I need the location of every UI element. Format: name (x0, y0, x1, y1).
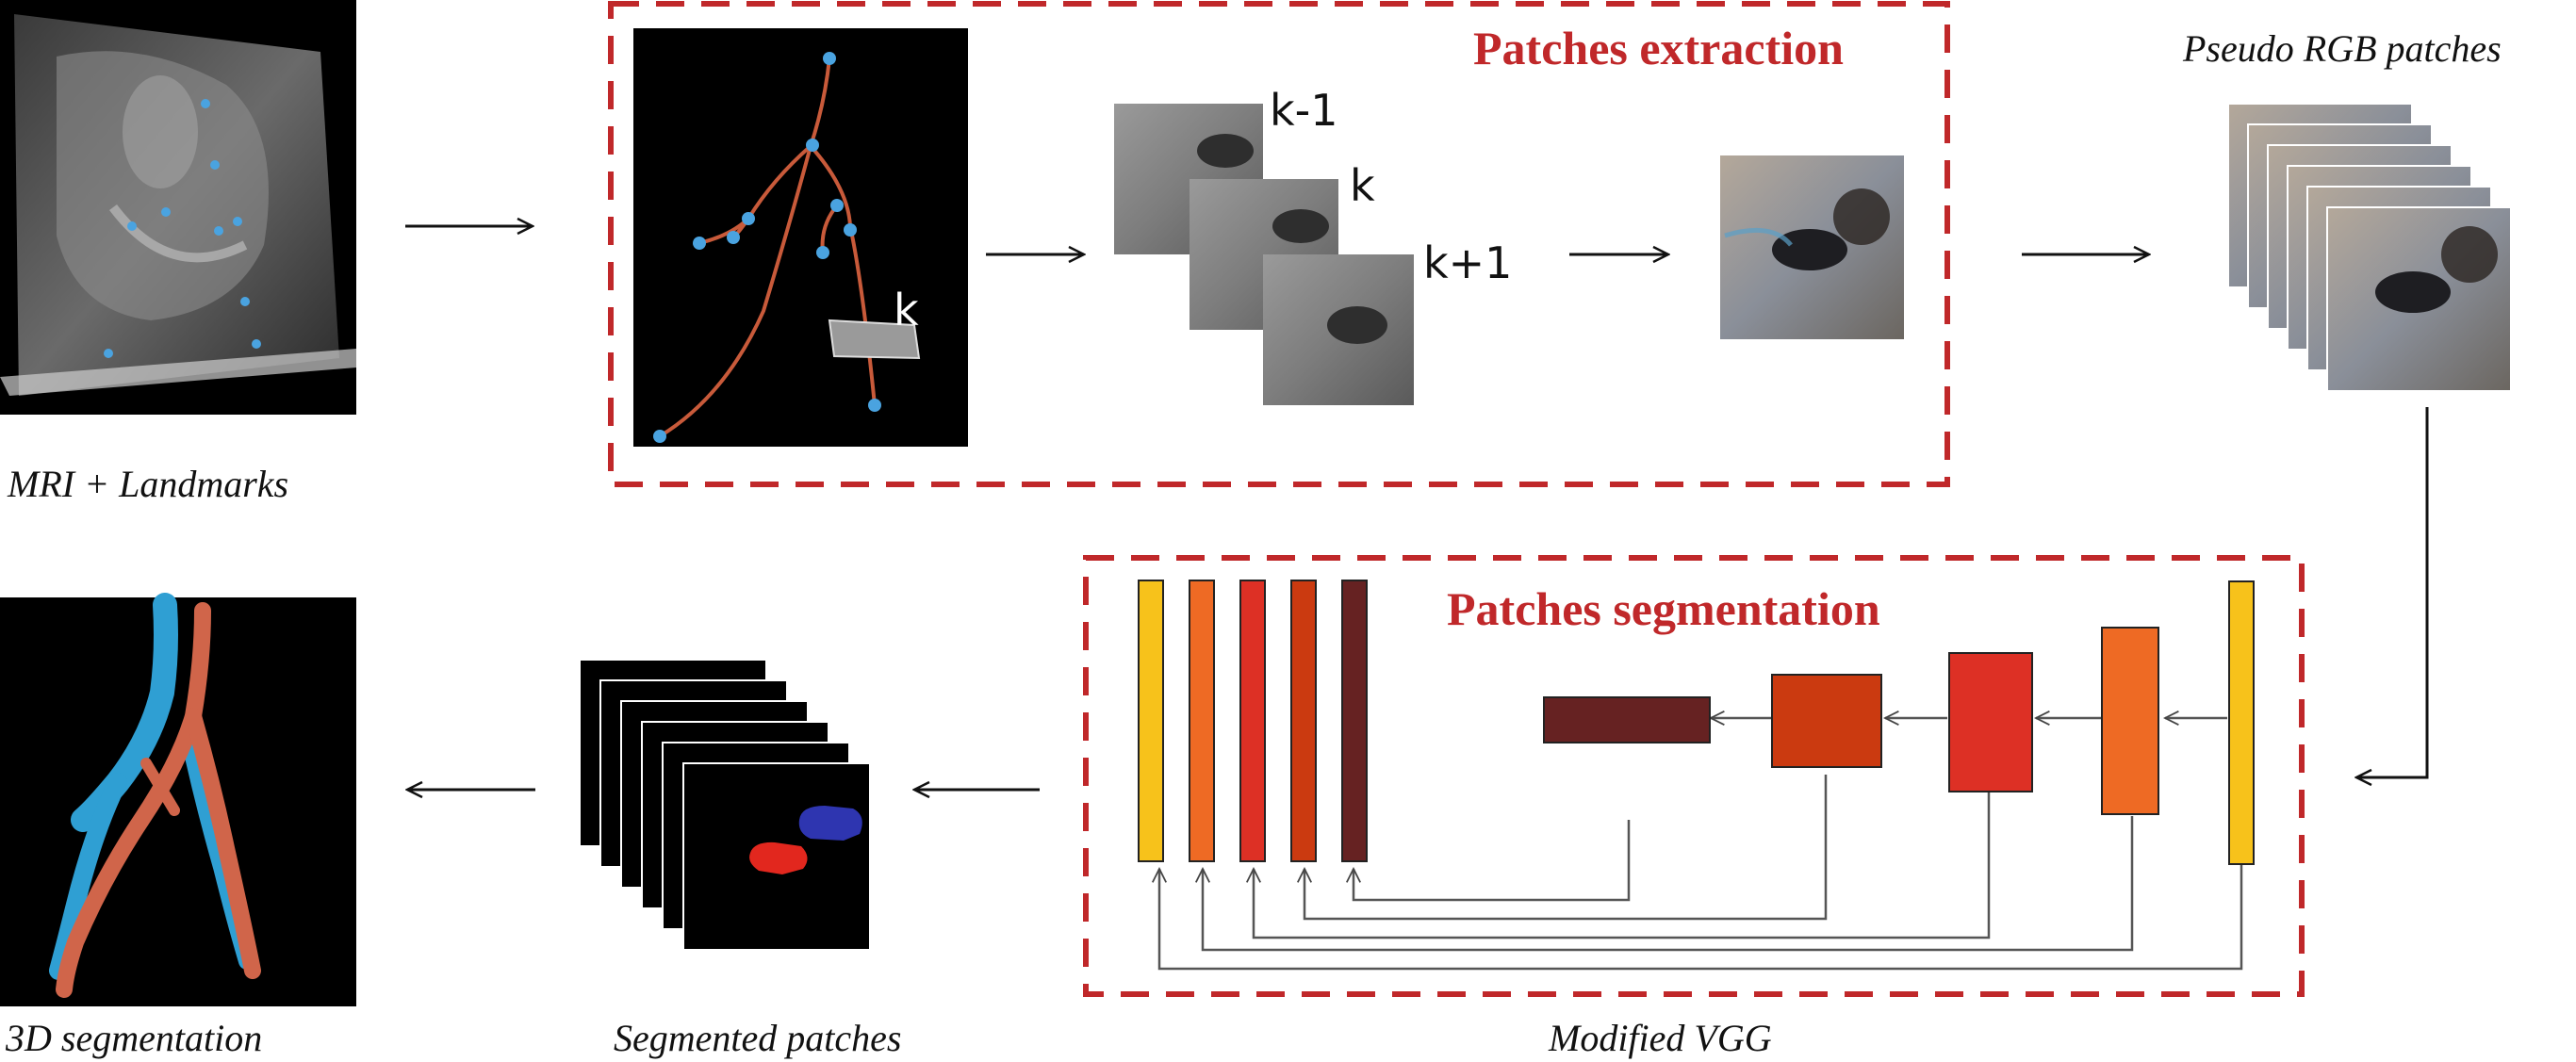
centerline-tree-image (633, 28, 968, 447)
segmented-patches-caption: Segmented patches (614, 1017, 901, 1059)
label-k-minus-1: k-1 (1270, 85, 1338, 136)
pseudo-rgb-stack (2227, 103, 2512, 392)
modified-vgg-network (1138, 580, 2255, 971)
patch-stack (1114, 104, 1414, 405)
segmentation-3d-caption: 3D segmentation (5, 1017, 262, 1059)
patches-segmentation-title: Patches segmentation (1447, 582, 1880, 635)
decoder-block-1 (1138, 580, 1164, 862)
decoder-block-5 (1341, 580, 1368, 862)
label-k: k (1350, 160, 1375, 211)
mri-volume-image (0, 0, 356, 415)
encoder-block-5 (1543, 696, 1711, 743)
encoder-block-3 (1948, 652, 2033, 792)
segmentation-3d-image (0, 593, 356, 1006)
slice-label: k (894, 285, 919, 335)
segmented-patches-stack (579, 659, 871, 951)
encoder-input-block (2228, 580, 2255, 865)
pseudo-rgb-patch (1720, 155, 1904, 339)
decoder-block-4 (1290, 580, 1317, 862)
pseudo-rgb-caption: Pseudo RGB patches (2182, 27, 2502, 70)
label-k-plus-1: k+1 (1423, 237, 1512, 288)
patch-k-plus-1 (1263, 254, 1414, 405)
modified-vgg-caption: Modified VGG (1548, 1017, 1772, 1059)
patches-segmentation-box (1083, 555, 2305, 997)
patches-extraction-box (608, 1, 1950, 487)
arrow-to-segmentation (2356, 407, 2429, 777)
mri-caption: MRI + Landmarks (7, 463, 288, 505)
patches-extraction-title: Patches extraction (1473, 22, 1844, 74)
decoder-block-2 (1189, 580, 1215, 862)
encoder-block-2 (2101, 627, 2159, 815)
decoder-block-3 (1239, 580, 1266, 862)
encoder-block-4 (1771, 674, 1882, 768)
